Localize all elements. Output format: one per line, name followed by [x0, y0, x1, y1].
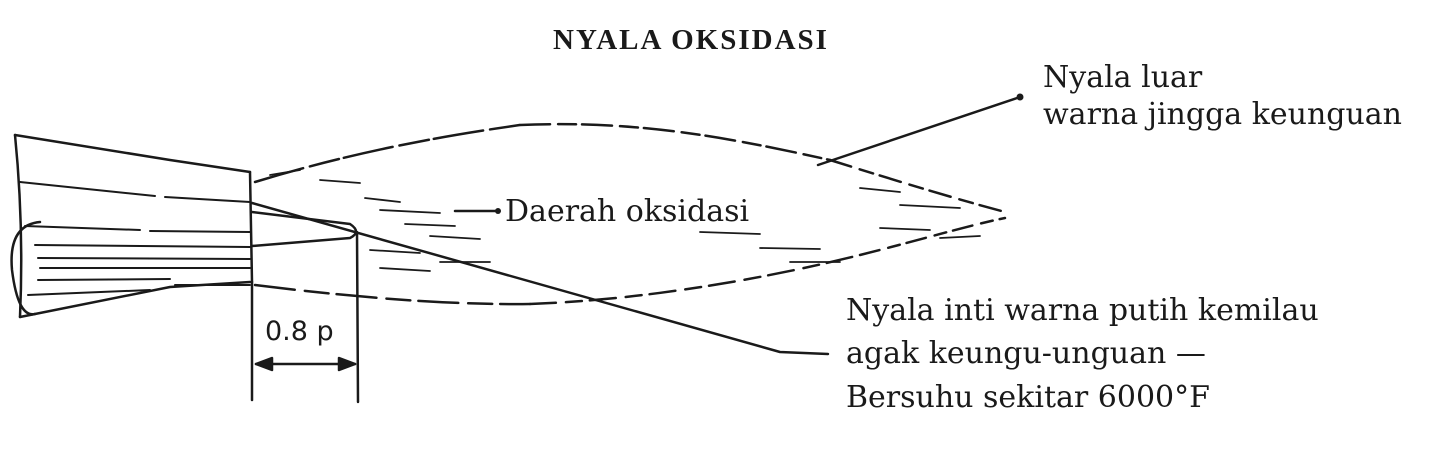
- dimension-marker: [250, 230, 360, 404]
- inner-cone-label-line1: Nyala inti warna putih kemilau: [846, 293, 1319, 328]
- torch-tip: [10, 133, 254, 319]
- outer-flame-label-line1: Nyala luar: [1043, 60, 1203, 95]
- outer-flame-label-line2: warna jingga keunguan: [1043, 97, 1403, 132]
- inner-cone-label-line2: agak keungu-unguan —: [846, 336, 1206, 371]
- leader-lines: [250, 95, 1022, 356]
- dimension-label: 0.8 p: [265, 316, 334, 347]
- diagram-title: NYALA OKSIDASI: [553, 24, 829, 56]
- oxidation-zone-label: Daerah oksidasi: [505, 194, 750, 229]
- outer-flame: [253, 122, 1007, 306]
- inner-cone-label-line3: Bersuhu sekitar 6000°F: [846, 380, 1210, 415]
- torch-flutes: [19, 181, 251, 296]
